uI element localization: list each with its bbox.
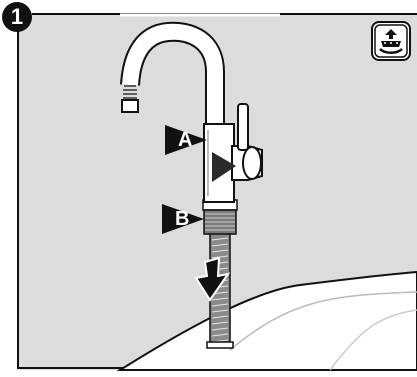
faucet: [120, 21, 263, 203]
threaded-nut-b: [202, 199, 238, 235]
down-arrow-icon: [194, 256, 231, 302]
label-b: B: [162, 204, 204, 234]
step-1-badge: 1: [2, 2, 32, 32]
label-a: A: [165, 125, 207, 155]
hand-tighten-icon: [371, 21, 411, 61]
countertop: [116, 270, 417, 371]
